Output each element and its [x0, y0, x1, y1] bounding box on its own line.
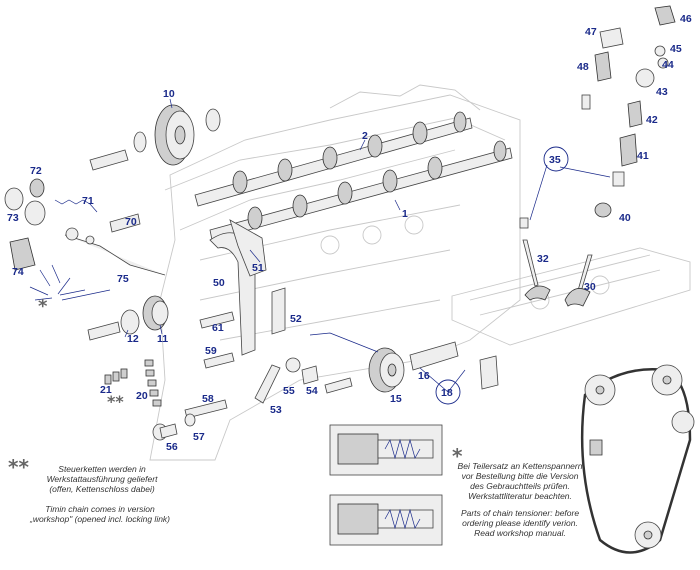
tensioner-note-en: Parts of chain tensioner: before orderin…: [449, 508, 591, 538]
callout-35: 35: [549, 154, 561, 166]
callout-46: 46: [680, 13, 692, 25]
valves: [519, 5, 676, 307]
callout-61: 61: [212, 322, 224, 334]
callout-43: 43: [656, 86, 668, 98]
callout-58: 58: [202, 393, 214, 405]
callout-32: 32: [537, 253, 549, 265]
tensioner-note-de-line-3: des Gebrauchtteils prüfen.: [470, 481, 570, 491]
single-star-marker: *: [38, 296, 48, 317]
callout-18: 18: [441, 387, 453, 399]
callout-74: 74: [12, 266, 24, 278]
tensioner-note-en-line-3: Read workshop manual.: [474, 528, 566, 538]
intermediate-sprocket: [87, 295, 169, 341]
callout-45: 45: [670, 43, 682, 55]
chain-note-de-line-1: Steuerketten werden in: [58, 464, 146, 474]
callout-42: 42: [646, 114, 658, 126]
callout-51: 51: [252, 262, 264, 274]
callout-54: 54: [306, 385, 318, 397]
callout-73: 73: [7, 212, 19, 224]
callout-52: 52: [290, 313, 302, 325]
tensioner-note-de-line-2: vor Bestellung bitte die Version: [461, 471, 579, 481]
callout-11: 11: [157, 333, 168, 345]
tensioner-note-en-line-2: ordering please identify verion.: [462, 518, 578, 528]
callout-59: 59: [205, 345, 217, 357]
bolts: [152, 311, 235, 441]
callout-16: 16: [418, 370, 430, 382]
chain-note-de-line-2: Werkstattausführung geliefert: [46, 474, 158, 484]
callout-53: 53: [270, 404, 282, 416]
chain-note-en-line-2: „workshop" (opened incl. locking link): [29, 514, 171, 524]
tensioner-note-de-line-4: Werkstattliteratur beachten.: [468, 491, 572, 501]
callout-12: 12: [127, 333, 139, 345]
callout-21: 21: [100, 384, 112, 396]
callout-15: 15: [390, 393, 402, 405]
tensioner-section-top: [329, 424, 443, 476]
tensioner-section-bottom: [329, 494, 443, 546]
tensioner-note-de: Bei Teilersatz an Kettenspannern vor Bes…: [449, 461, 591, 501]
engine-block-outline: [149, 84, 691, 461]
callout-41: 41: [637, 150, 649, 162]
callout-72: 72: [30, 165, 42, 177]
callout-48: 48: [577, 61, 589, 73]
callout-30: 30: [584, 281, 596, 293]
callout-2: 2: [362, 130, 368, 142]
callout-56: 56: [166, 441, 178, 453]
callout-57: 57: [193, 431, 205, 443]
camshaft-intake: [194, 111, 473, 207]
tensioner-note-de-line-1: Bei Teilersatz an Kettenspannern: [457, 461, 583, 471]
callout-44: 44: [662, 59, 674, 71]
chain-note-de-line-3: (offen, Kettenschloss dabei): [49, 484, 155, 494]
callout-10: 10: [163, 88, 175, 100]
camshaft-adjuster: [309, 332, 499, 393]
callouts: 1 2 10 11 12 15 16 18 20 21 30 32 35 40 …: [7, 13, 692, 453]
callout-40: 40: [619, 212, 631, 224]
chain-note-en-line-1: Timin chain comes in version: [45, 504, 155, 514]
double-star-note-marker: **: [8, 455, 29, 479]
left-parts: [4, 178, 166, 301]
tensioner-lever: [254, 357, 353, 404]
chain-note-de: Steuerketten werden in Werkstattausführu…: [22, 464, 182, 494]
chain-note-en: Timin chain comes in version „workshop" …: [10, 504, 190, 524]
callout-50: 50: [213, 277, 225, 289]
callout-75: 75: [117, 273, 129, 285]
callout-70: 70: [125, 216, 137, 228]
callout-55: 55: [283, 385, 295, 397]
chain-links: [104, 359, 162, 407]
single-star-note-marker: *: [452, 444, 463, 468]
camshaft-exhaust: [209, 140, 513, 241]
callout-1: 1: [402, 208, 408, 220]
camshaft-sprocket: [89, 104, 221, 171]
callout-20: 20: [136, 390, 148, 402]
leader-lines: [124, 98, 611, 393]
callout-71: 71: [82, 195, 94, 207]
timing-chain-overview: [580, 364, 695, 554]
double-star-marker: **: [107, 392, 124, 411]
chain-guides: [209, 219, 286, 356]
callout-47: 47: [585, 26, 597, 38]
tensioner-note-en-line-1: Parts of chain tensioner: before: [460, 508, 580, 518]
